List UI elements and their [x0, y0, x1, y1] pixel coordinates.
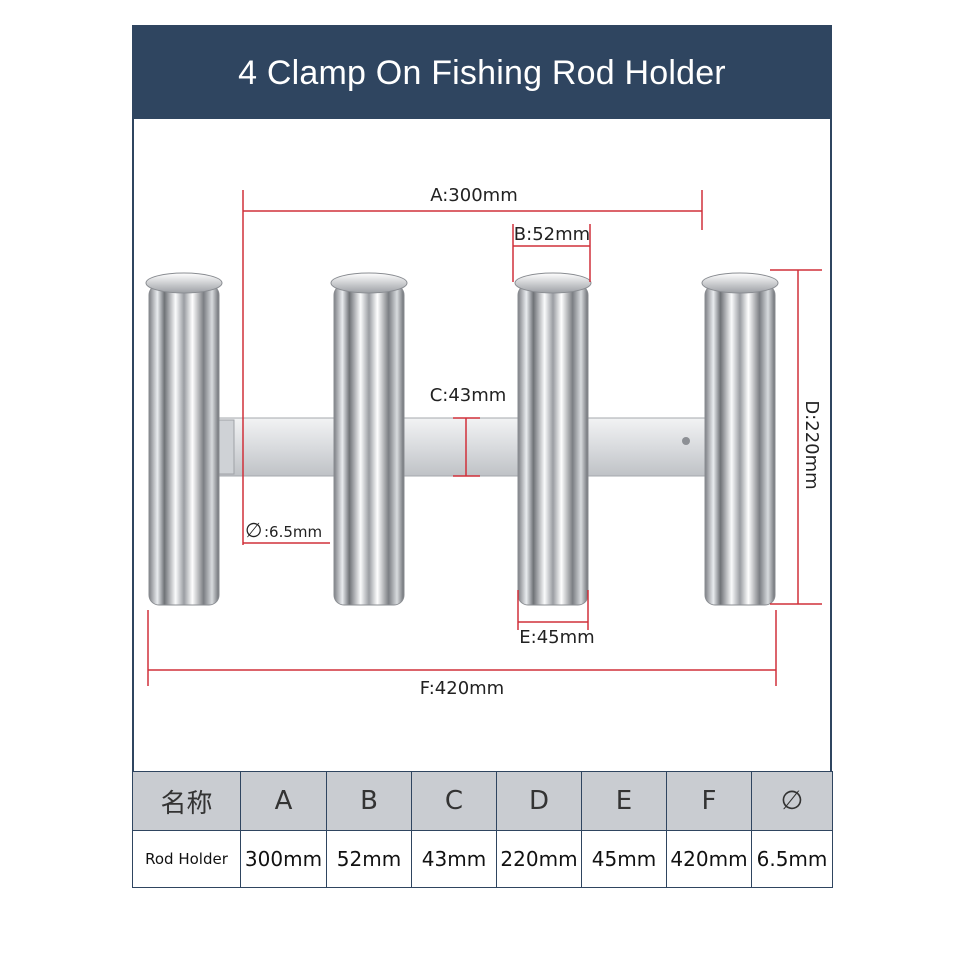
- table-cell: 300mm: [240, 830, 327, 888]
- dim-label-a: A:300mm: [430, 185, 518, 206]
- rod-tube-2: [330, 272, 408, 606]
- table-header-cell: 名称: [132, 771, 241, 831]
- table-cell: 52mm: [326, 830, 412, 888]
- diameter-icon: ∅: [245, 518, 262, 542]
- rod-tube-4: [701, 272, 779, 606]
- table-header-row: 名称 A B C D E F ∅: [132, 771, 833, 831]
- table-header-cell: B: [326, 771, 412, 831]
- mounting-bar: [211, 417, 709, 477]
- table-header-cell: C: [411, 771, 497, 831]
- table-cell: 6.5mm: [751, 830, 833, 888]
- table-header-cell: F: [666, 771, 752, 831]
- table-row: Rod Holder 300mm 52mm 43mm 220mm 45mm 42…: [132, 830, 833, 888]
- table-header-cell: A: [240, 771, 327, 831]
- table-header-cell: D: [496, 771, 582, 831]
- rod-tube-3: [514, 272, 592, 606]
- page-title: 4 Clamp On Fishing Rod Holder: [238, 53, 726, 92]
- table-header-cell: E: [581, 771, 667, 831]
- title-bar: 4 Clamp On Fishing Rod Holder: [134, 27, 830, 119]
- mounting-hole: [682, 437, 690, 445]
- dim-label-b: B:52mm: [514, 224, 590, 245]
- table-cell: 43mm: [411, 830, 497, 888]
- spec-table: 名称 A B C D E F ∅ Rod Holder 300mm 52mm 4…: [132, 771, 833, 888]
- dim-label-c: C:43mm: [430, 385, 507, 406]
- dim-label-e: E:45mm: [519, 627, 594, 648]
- table-header-cell: ∅: [751, 771, 833, 831]
- table-cell: 45mm: [581, 830, 667, 888]
- rod-tube-1: [145, 272, 223, 606]
- table-cell: 420mm: [666, 830, 752, 888]
- table-cell-name: Rod Holder: [132, 830, 241, 888]
- dim-label-d: D:220mm: [801, 400, 822, 489]
- dim-label-f: F:420mm: [420, 678, 504, 699]
- dim-label-hole: :6.5mm: [264, 523, 322, 541]
- table-cell: 220mm: [496, 830, 582, 888]
